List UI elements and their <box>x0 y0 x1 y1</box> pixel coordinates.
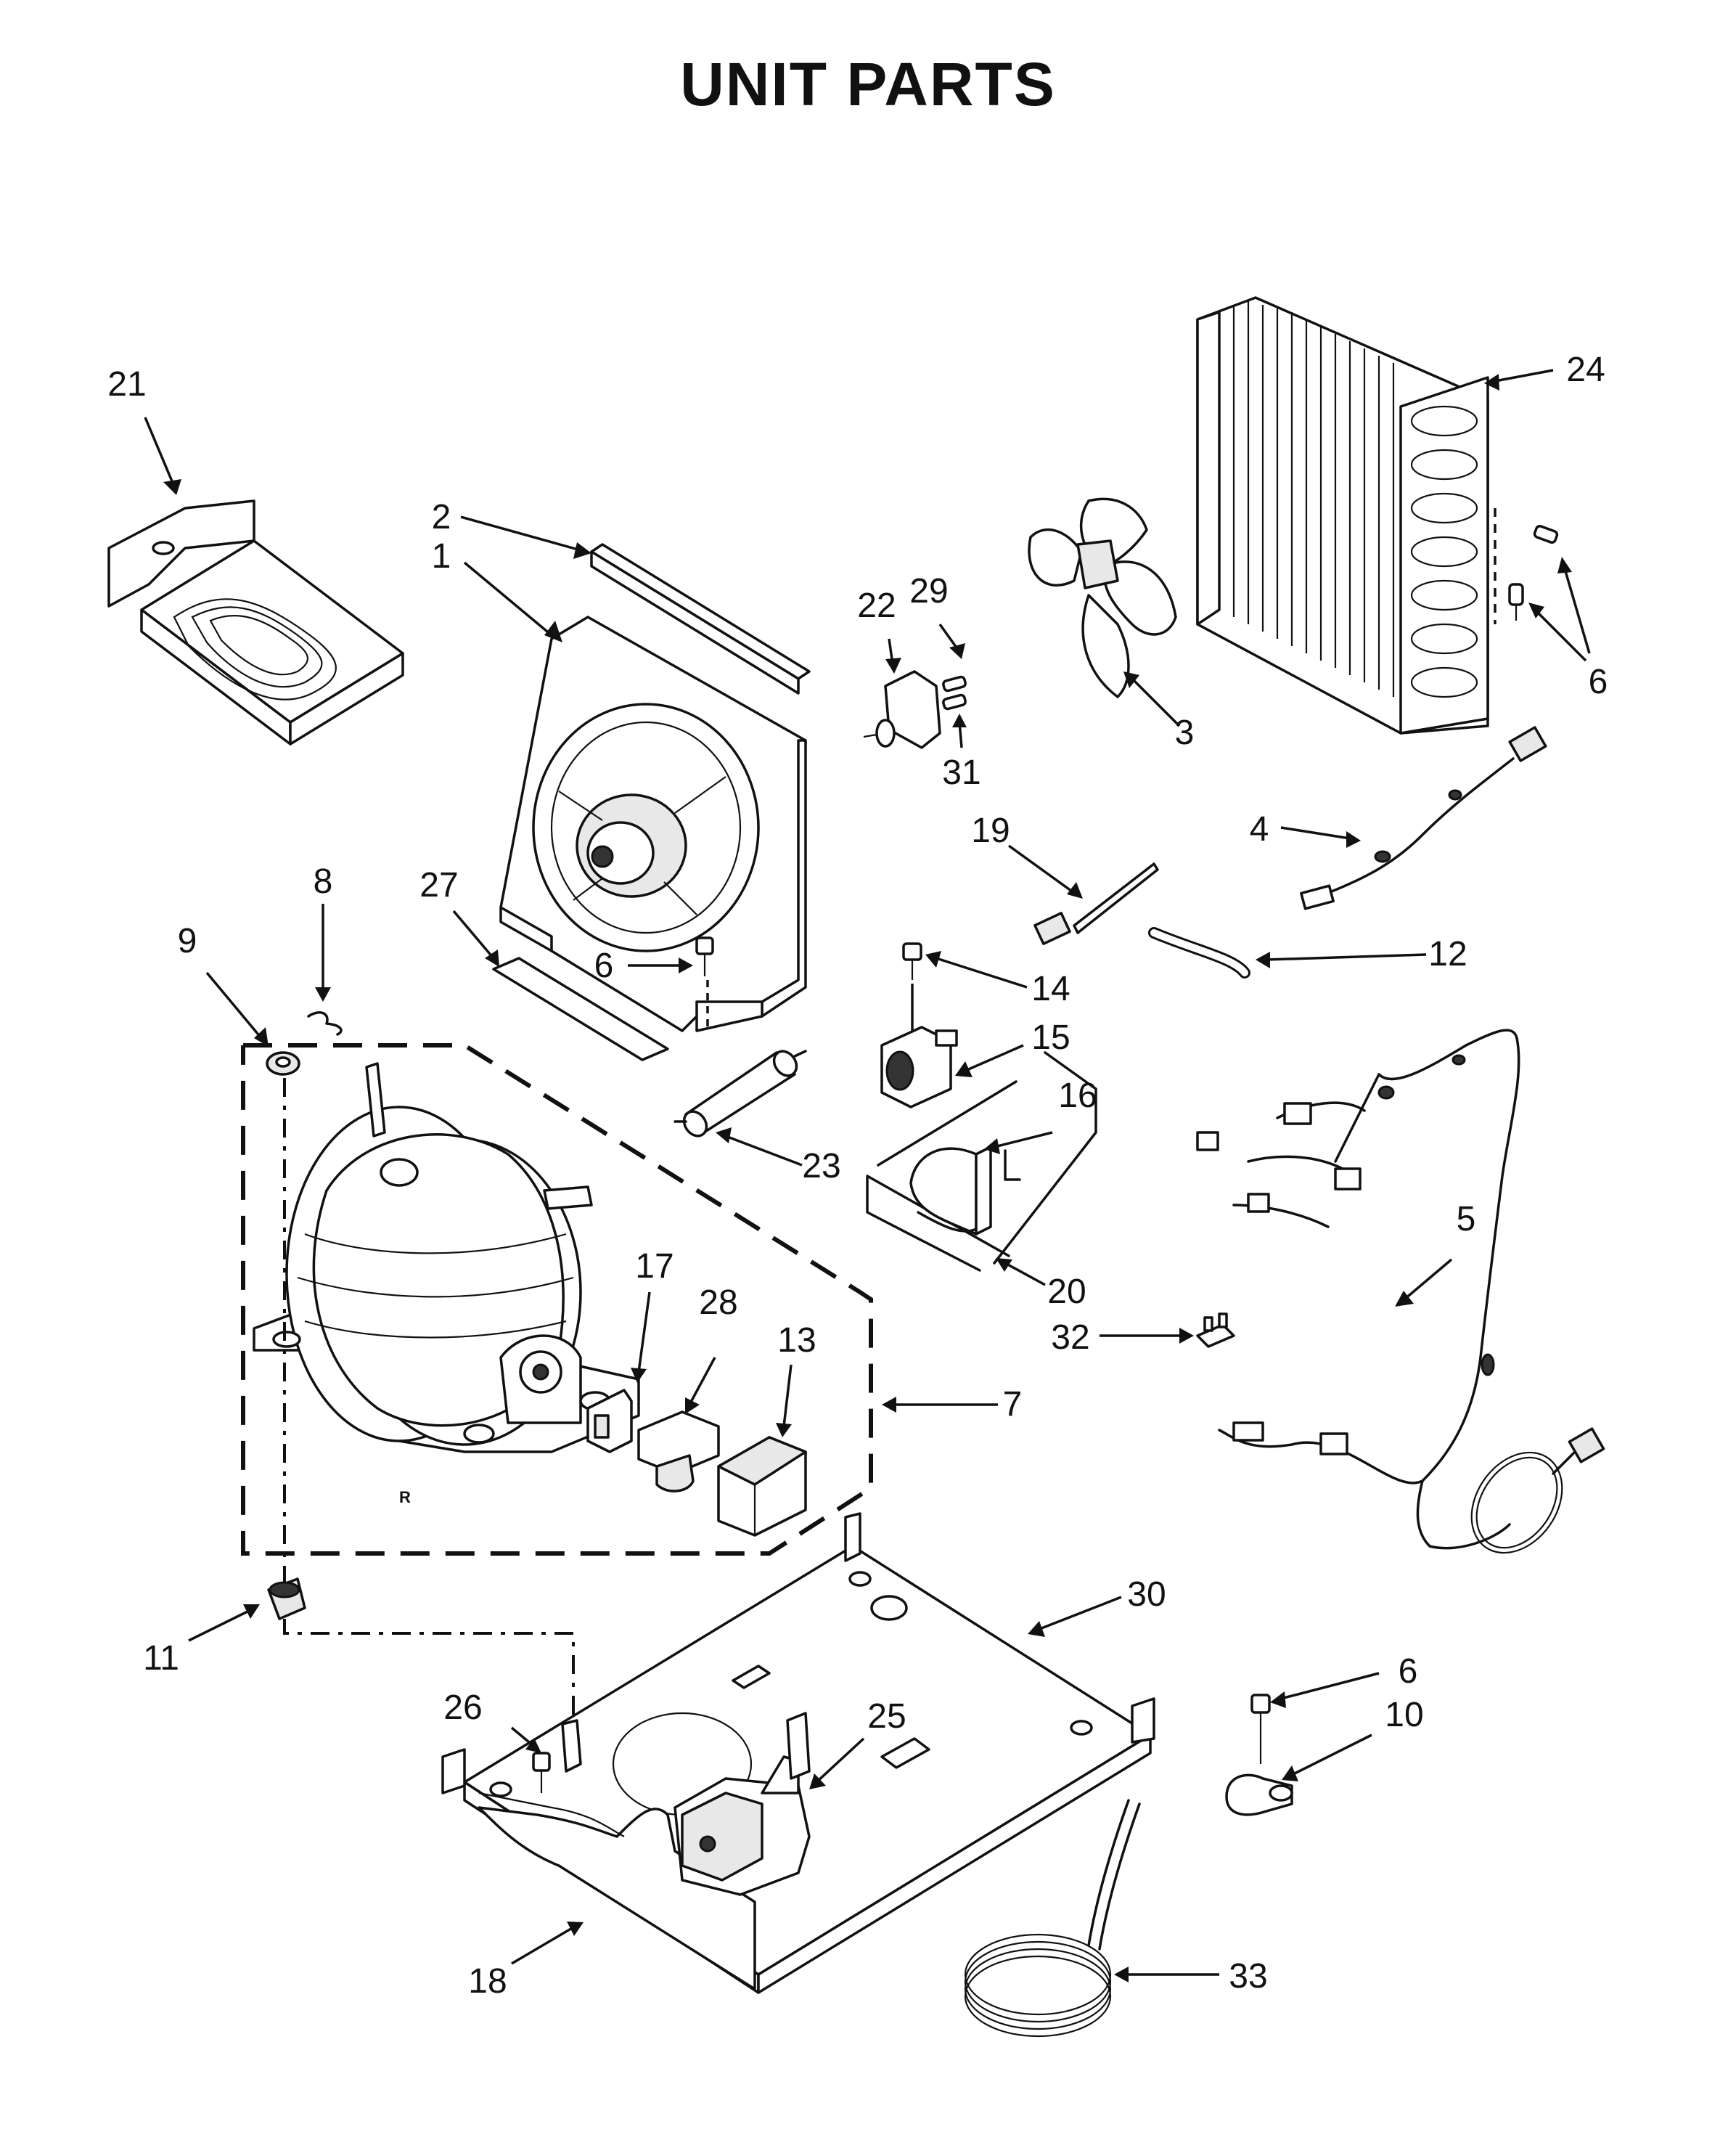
leader-21 <box>144 417 176 487</box>
callout-6-bottom: 6 <box>1399 1652 1418 1691</box>
callout-21: 21 <box>107 365 146 404</box>
callout-27: 27 <box>419 866 458 904</box>
part-6-screws-condenser <box>1494 508 1559 624</box>
callout-labels: 21 2 1 22 29 31 3 24 6 4 19 12 8 27 9 6 … <box>107 351 1608 2001</box>
part-10-clamp <box>1225 1773 1293 1816</box>
part-6-screw-shroud <box>695 936 714 1031</box>
callout-22: 22 <box>857 587 896 625</box>
callout-29: 29 <box>909 572 948 610</box>
part-3-fan-blade <box>1028 497 1177 698</box>
part-22-fan-motor <box>863 670 941 749</box>
callout-28: 28 <box>699 1283 737 1322</box>
compressor-mark: R <box>399 1488 411 1506</box>
part-32-clip <box>1196 1312 1235 1348</box>
part-15-solenoid <box>880 1026 958 1108</box>
part-13-overload <box>717 1436 807 1537</box>
part-5-wire-harness <box>1196 1029 1605 1554</box>
callout-18: 18 <box>468 1962 507 2001</box>
callout-4: 4 <box>1250 810 1269 849</box>
callout-32: 32 <box>1051 1318 1089 1357</box>
callout-11: 11 <box>143 1639 179 1678</box>
part-28-start-device <box>637 1410 720 1492</box>
callout-5: 5 <box>1457 1200 1476 1238</box>
callout-26: 26 <box>443 1688 482 1727</box>
part-4-harness <box>1300 726 1547 910</box>
callout-6-mid: 6 <box>594 947 614 985</box>
leader-2 <box>460 515 581 552</box>
callout-24: 24 <box>1566 351 1605 389</box>
part-33-coil <box>964 1799 1141 2038</box>
part-23-drier <box>673 1050 807 1138</box>
callout-33: 33 <box>1229 1957 1267 1996</box>
callout-31: 31 <box>942 754 980 792</box>
callout-14: 14 <box>1031 970 1070 1008</box>
part-19-cable-tie <box>1033 862 1159 945</box>
part-17-relay <box>586 1389 633 1453</box>
part-12-tube <box>1148 927 1250 979</box>
callout-16: 16 <box>1058 1077 1097 1115</box>
part-14-screw <box>902 942 922 1031</box>
part-21-drain-pan <box>107 499 404 746</box>
page-title: UNIT PARTS <box>680 50 1056 118</box>
part-9-grommet <box>266 1051 300 1076</box>
callout-19: 19 <box>971 812 1010 850</box>
callout-25: 25 <box>867 1697 906 1736</box>
callout-10: 10 <box>1385 1696 1423 1734</box>
callout-2: 2 <box>432 498 451 536</box>
part-27-plate <box>492 957 669 1061</box>
leader-1 <box>463 561 553 637</box>
callout-13: 13 <box>777 1321 816 1360</box>
part-1-fan-shroud <box>499 616 807 1032</box>
callout-12: 12 <box>1428 935 1467 973</box>
callout-23: 23 <box>802 1147 840 1185</box>
callout-3: 3 <box>1175 714 1195 752</box>
part-24-condenser <box>1196 296 1489 735</box>
alignment-line <box>283 1078 575 1739</box>
callout-6-top: 6 <box>1589 663 1608 701</box>
part-25-control-box <box>673 1712 811 1896</box>
callout-1: 1 <box>432 537 451 576</box>
part-2-gasket-strip <box>590 543 811 695</box>
part-26-screw <box>532 1719 582 1793</box>
callout-8: 8 <box>314 862 333 901</box>
part-7-compressor-kit-box <box>241 1043 873 1556</box>
part-18-base-tray <box>478 1792 756 1990</box>
part-20-bracket-kit <box>866 1051 1097 1272</box>
callout-17: 17 <box>635 1247 673 1286</box>
part-29-screw <box>942 675 967 711</box>
callout-9: 9 <box>178 922 197 960</box>
part-6-screw-clamp <box>1250 1694 1271 1764</box>
callout-20: 20 <box>1047 1273 1086 1311</box>
callout-7: 7 <box>1003 1385 1023 1424</box>
part-8-clip <box>307 1011 343 1036</box>
part-11-grommet <box>267 1577 306 1620</box>
compressor <box>253 1062 640 1453</box>
callout-30: 30 <box>1127 1575 1166 1614</box>
callout-15: 15 <box>1031 1018 1070 1057</box>
